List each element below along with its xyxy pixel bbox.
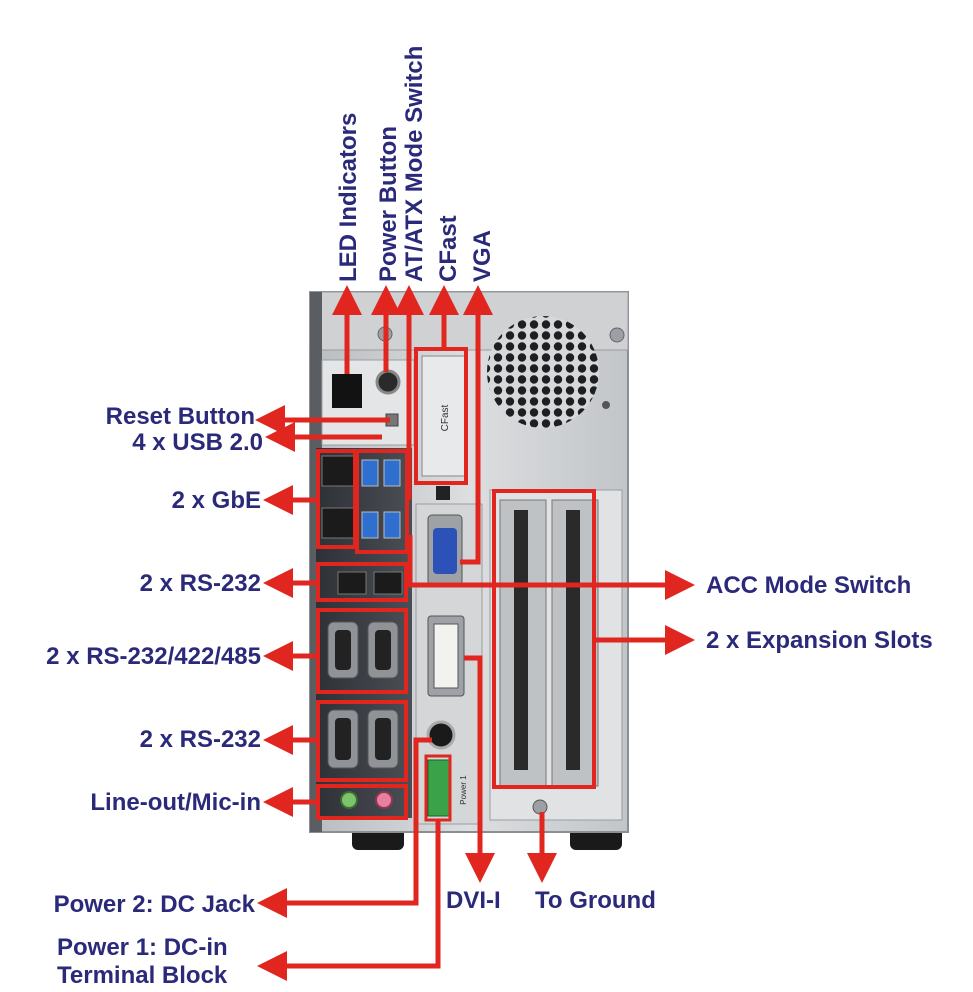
cfast-slot <box>421 355 467 477</box>
power-button-icon <box>375 369 401 395</box>
screw-mid-right <box>602 401 610 409</box>
led-indicator-block <box>332 374 362 408</box>
usb-port-3 <box>361 511 379 539</box>
label-power-button: Power Button <box>375 126 402 282</box>
highlight-rs232-422-485 <box>316 608 408 694</box>
gbe-port-1 <box>321 455 357 487</box>
power1-port-label: Power 1 <box>459 775 468 805</box>
screw-top-right <box>609 327 625 343</box>
callout-acc <box>407 535 695 600</box>
label-rs232-422-485: 2 x RS-232/422/485 <box>46 643 261 670</box>
dvi-port <box>427 615 465 697</box>
ground-screw <box>532 799 548 815</box>
label-line-out-mic-in: Line-out/Mic-in <box>90 789 261 816</box>
usb-port-2 <box>383 459 401 487</box>
vga-port <box>427 514 463 586</box>
expansion-slot-opening-1 <box>514 510 528 770</box>
label-expansion-slots: 2 x Expansion Slots <box>706 627 933 654</box>
label-reset-button: Reset Button <box>105 403 255 430</box>
label-rs232-top: 2 x RS-232 <box>139 570 261 597</box>
label-power1-line2: Terminal Block <box>57 962 228 989</box>
label-gbe: 2 x GbE <box>171 487 261 514</box>
label-rs232-bottom: 2 x RS-232 <box>139 726 261 753</box>
callout-dvi <box>464 655 495 883</box>
label-dvi: DVI-I <box>446 887 501 914</box>
label-vga: VGA <box>469 229 496 282</box>
callout-dc-jack <box>257 737 432 918</box>
label-power2: Power 2: DC Jack <box>53 891 255 918</box>
rs232-rj-port-1 <box>337 571 367 595</box>
expansion-slot-opening-2 <box>566 510 580 770</box>
callout-terminal-block <box>257 820 441 981</box>
label-power1-line1: Power 1: DC-in <box>57 934 228 961</box>
usb-port-1 <box>361 459 379 487</box>
cfast-latch <box>436 486 450 500</box>
db9-com4 <box>367 709 399 769</box>
audio-mic-in-jack <box>375 791 393 809</box>
label-cfast: CFast <box>435 215 462 282</box>
label-at-atx-mode-switch: AT/ATX Mode Switch <box>401 45 428 282</box>
usb-port-4 <box>383 511 401 539</box>
fan-grille <box>487 316 599 428</box>
gbe-port-2 <box>321 507 357 539</box>
rs232-rj-port-2 <box>373 571 403 595</box>
label-acc-mode-switch: ACC Mode Switch <box>706 572 912 599</box>
db9-com2 <box>367 621 399 679</box>
label-led-indicators: LED Indicators <box>335 112 362 282</box>
label-usb: 4 x USB 2.0 <box>132 429 263 456</box>
label-to-ground: To Ground <box>535 887 656 914</box>
audio-line-out-jack <box>340 791 358 809</box>
db9-com3 <box>327 709 359 769</box>
terminal-block-port <box>427 759 451 817</box>
db9-com1 <box>327 621 359 679</box>
callout-vga <box>460 285 493 565</box>
highlight-cfast <box>414 347 468 485</box>
dc-jack-port <box>426 720 456 750</box>
cfast-card-label: CFast <box>440 404 451 431</box>
